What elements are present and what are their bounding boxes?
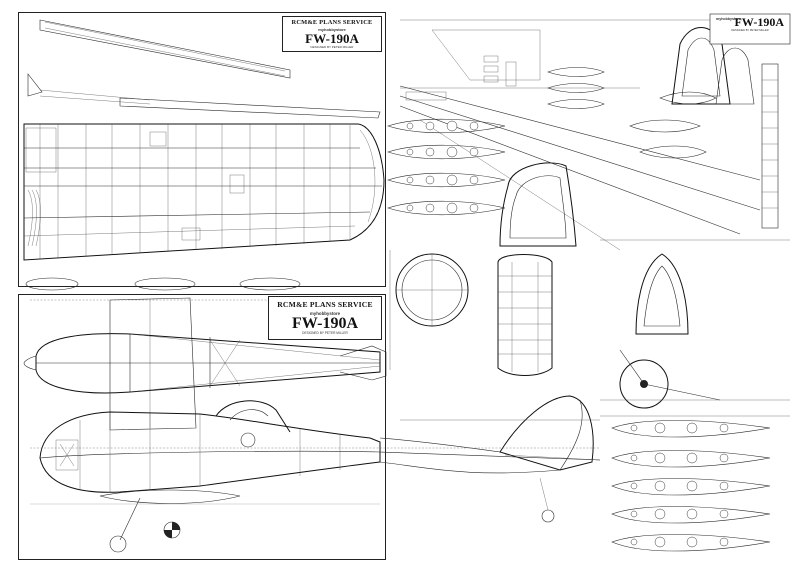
designer-credit: DESIGNED BY PETER MILLER	[731, 29, 769, 32]
rib-stack-drawing	[600, 415, 790, 552]
plan-title: FW-190A	[305, 31, 359, 46]
balkenkreuz-roundel-icon	[163, 521, 181, 539]
plan-title: FW-190A	[734, 15, 784, 29]
brand-logo-text: myhobbystore	[318, 27, 346, 32]
middle-formers-drawing	[389, 239, 790, 409]
plans-service-heading: RCM&E PLANS SERVICE	[291, 19, 373, 26]
plans-service-heading: RCM&E PLANS SERVICE	[277, 300, 373, 309]
title-block-wing: RCM&E PLANS SERVICE myhobbystore FW-190A…	[282, 16, 382, 52]
wing-panel-drawing	[23, 19, 385, 291]
brand-logo-text: myhobbystore	[716, 17, 741, 21]
brand-logo-text: myhobbystore	[309, 311, 341, 316]
designer-credit: DESIGNED BY PETER MILLER	[310, 45, 354, 49]
title-block-fuselage: RCM&E PLANS SERVICE myhobbystore FW-190A…	[268, 296, 382, 340]
plan-title: FW-190A	[291, 315, 359, 332]
fuselage-drawing	[23, 297, 601, 553]
title-block-formers: myhobbystore FW-190A DESIGNED BY PETER M…	[712, 16, 788, 42]
designer-credit: DESIGNED BY PETER MILLER	[302, 331, 348, 335]
formers-sheet-drawing	[386, 13, 791, 251]
